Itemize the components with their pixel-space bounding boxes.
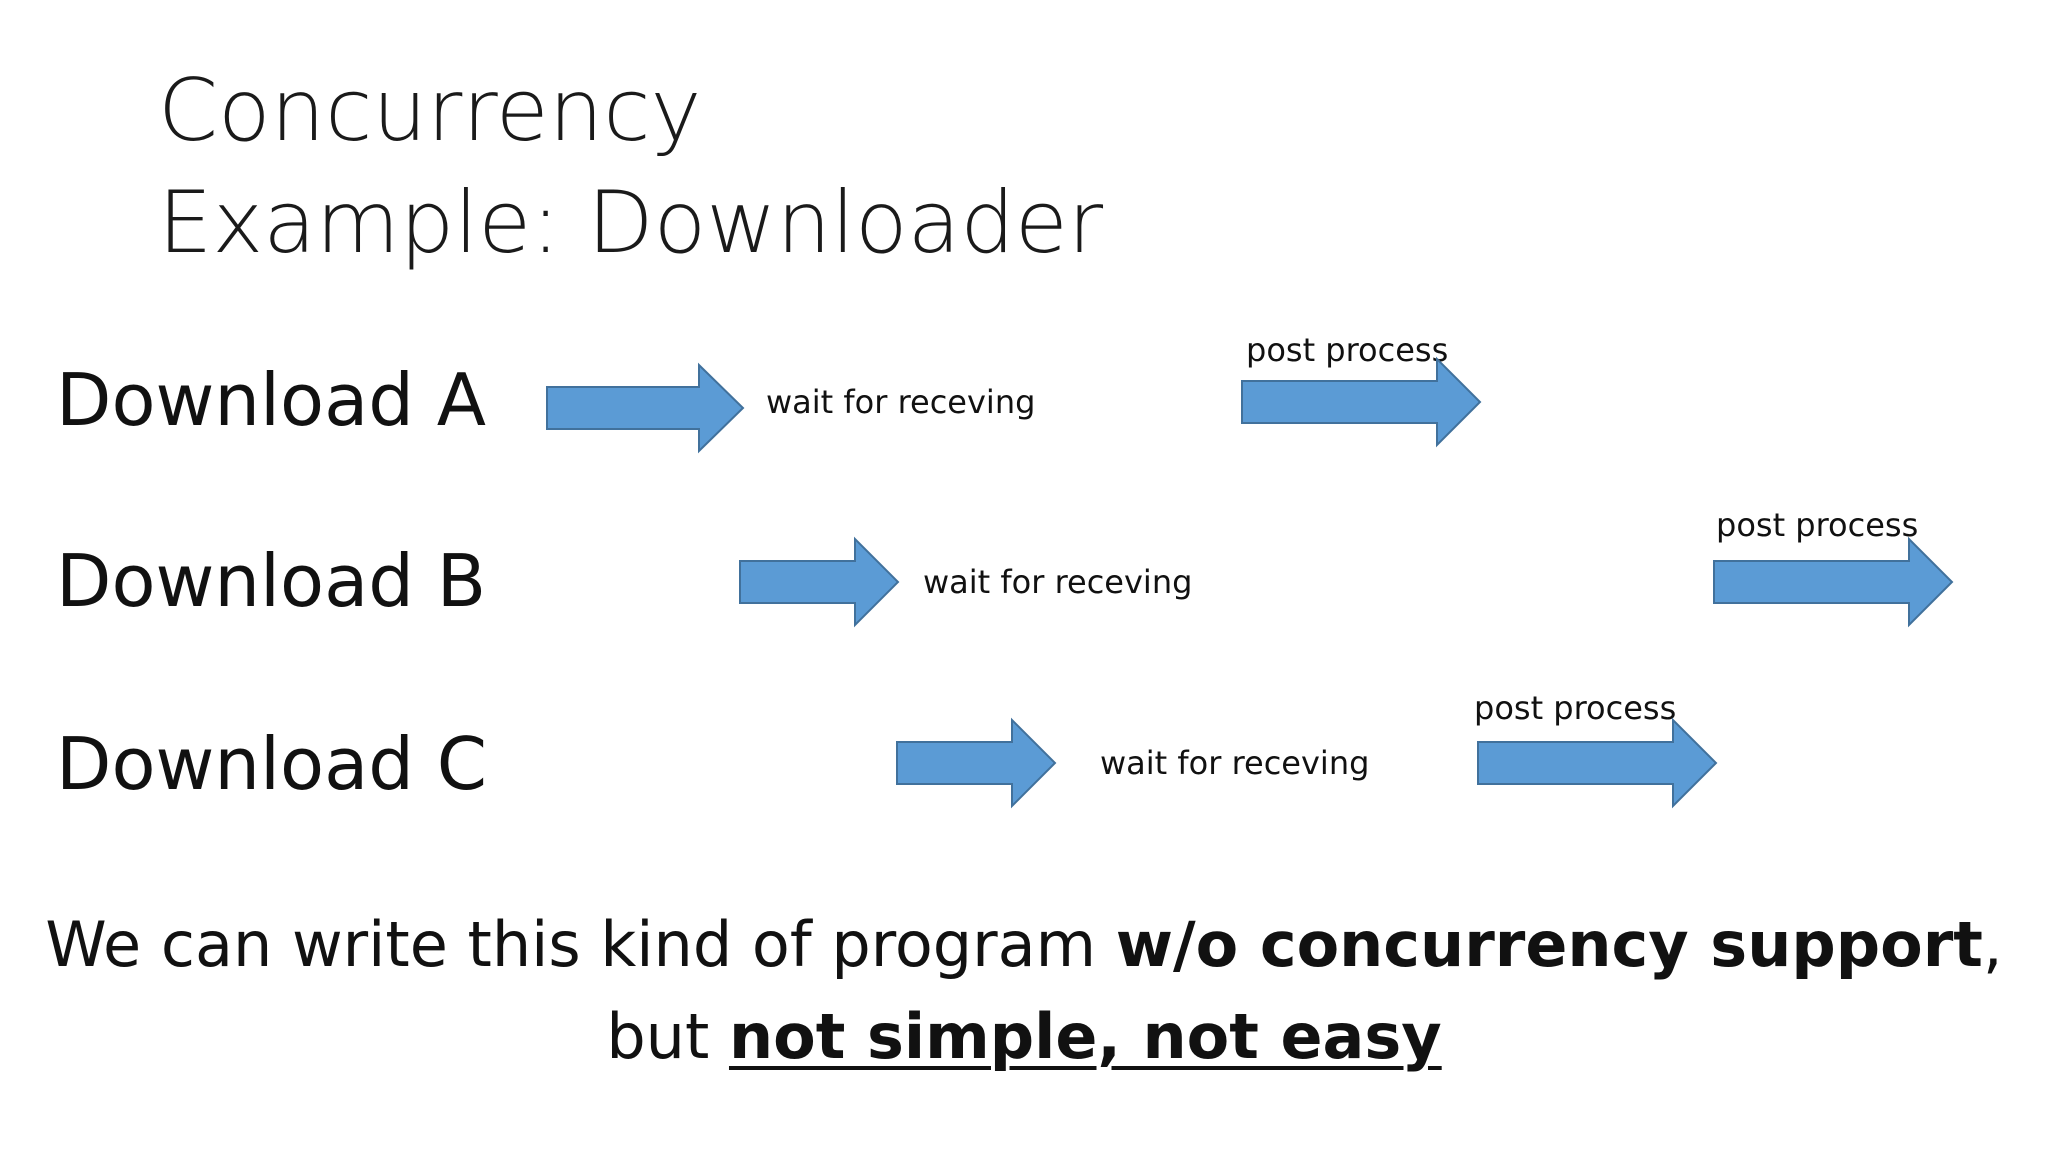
footer-line-2-bold-underline: not simple, not easy [728, 1000, 1442, 1073]
footer-line-1: We can write this kind of program w/o co… [0, 914, 2048, 976]
row-label-download-a: Download A [56, 358, 487, 442]
slide-title-line-2: Example: Downloader [158, 173, 1104, 273]
arrow-download-a-post [1241, 356, 1482, 448]
footer-line-2: but not simple, not easy [0, 1006, 2048, 1068]
arrow-download-a-start [546, 362, 745, 454]
footer-line-2-plain: but [606, 1000, 729, 1073]
wait-label-download-b: wait for receving [923, 563, 1193, 601]
arrow-download-b-post [1713, 536, 1954, 628]
post-process-label-download-b: post process [1716, 506, 1919, 544]
slide-title-line-1: Concurrency [158, 61, 702, 161]
row-label-download-c: Download C [56, 722, 488, 806]
arrow-download-b-start [739, 536, 900, 628]
arrow-download-c-start [896, 717, 1057, 809]
row-label-download-b: Download B [56, 539, 487, 623]
footer-line-1-plain: We can write this kind of program [45, 908, 1116, 981]
post-process-label-download-c: post process [1474, 689, 1677, 727]
post-process-label-download-a: post process [1246, 331, 1449, 369]
wait-label-download-a: wait for receving [766, 383, 1036, 421]
footer-line-1-end: , [1982, 908, 2003, 981]
wait-label-download-c: wait for receving [1100, 744, 1370, 782]
footer-line-1-bold: w/o concurrency support [1115, 908, 1983, 981]
arrow-download-c-post [1477, 717, 1718, 809]
